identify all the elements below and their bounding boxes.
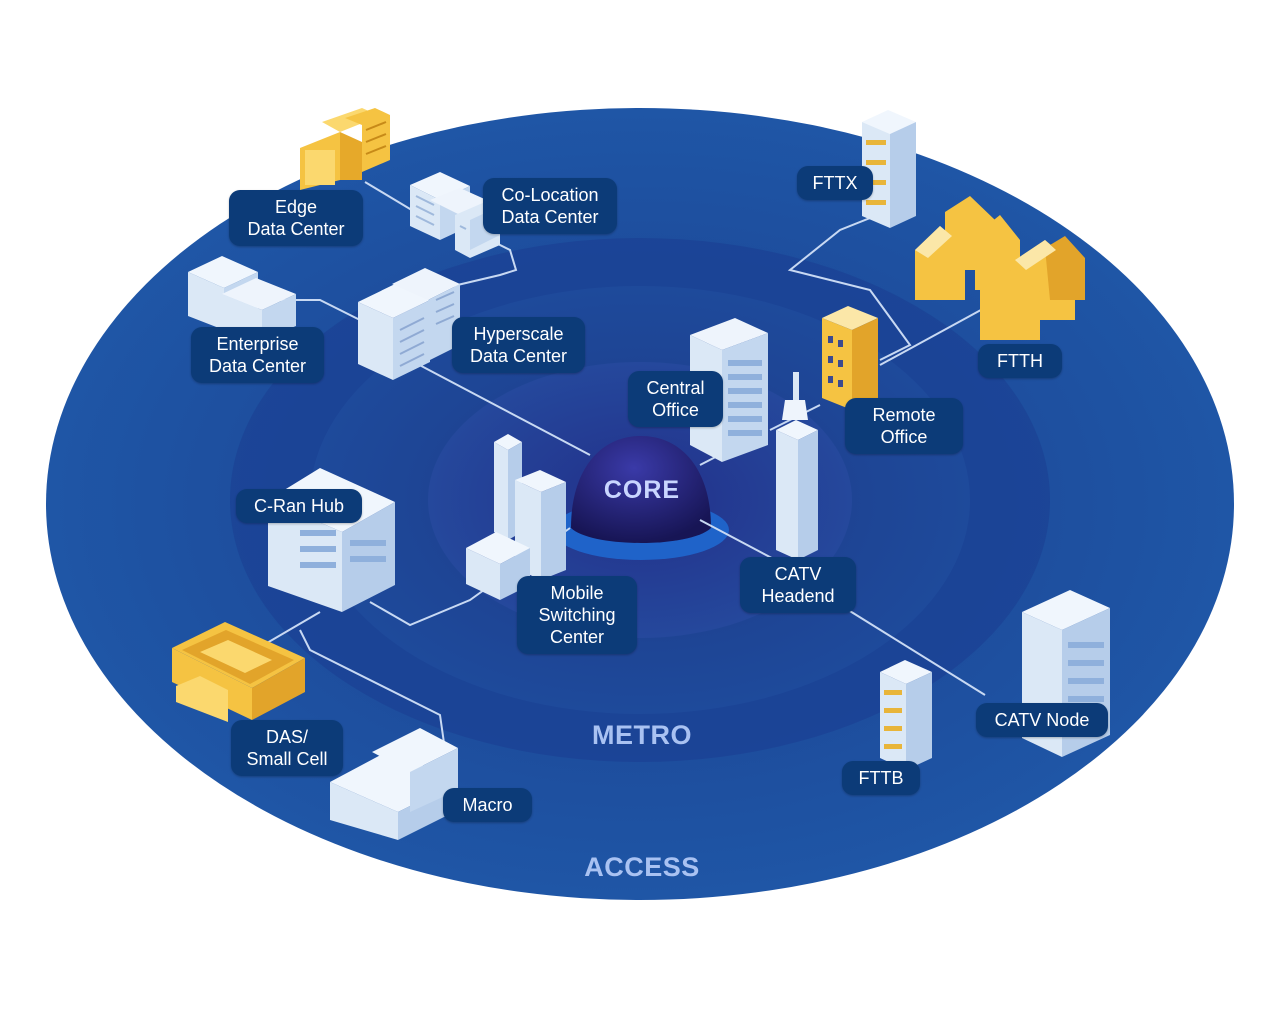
das-stadium-icon — [172, 622, 305, 722]
line-cran-macro — [299, 629, 446, 751]
hyperscale-dc-line2: Data Center — [469, 346, 568, 366]
line-remote-fttx — [787, 209, 912, 361]
fttb-building-icon — [880, 660, 932, 770]
edge-dc-line1: Edge — [274, 197, 318, 217]
catv-headend-tower-icon — [776, 372, 818, 560]
macro-label: Macro — [443, 788, 532, 822]
catv-headend-line1: CATV — [774, 564, 822, 584]
cran-hub-label: C-Ran Hub — [236, 489, 362, 523]
edge-data-center-label: Edge Data Center — [229, 190, 363, 246]
edge-dc-line2: Data Center — [247, 219, 345, 239]
remote-office-label: Remote Office — [845, 398, 963, 454]
central-office-label: Central Office — [628, 371, 723, 427]
edge-data-center-icon — [300, 108, 390, 190]
core-dome — [571, 436, 711, 543]
hyperscale-data-center-label: Hyperscale Data Center — [452, 317, 585, 373]
catv-headend-line2: Headend — [761, 586, 835, 606]
das-line1: DAS/ — [265, 727, 308, 747]
msc-line1: Mobile — [550, 583, 604, 603]
msc-line2: Switching — [538, 605, 616, 625]
line-core-hyperscale — [409, 359, 591, 456]
core-label: CORE — [603, 476, 681, 504]
msc-line3: Center — [549, 627, 605, 647]
colo-dc-line2: Data Center — [501, 207, 599, 227]
hyperscale-dc-line1: Hyperscale — [473, 324, 564, 344]
line-remote-ftth — [879, 304, 991, 366]
central-office-line2: Office — [652, 400, 699, 420]
fttx-building-icon — [862, 110, 916, 228]
enterprise-data-center-label: Enterprise Data Center — [191, 327, 324, 383]
enterprise-dc-line2: Data Center — [208, 356, 307, 376]
fttb-label: FTTB — [842, 761, 920, 795]
metro-label: METRO — [592, 720, 692, 750]
access-label: ACCESS — [584, 852, 700, 882]
catv-node-label: CATV Node — [976, 703, 1108, 737]
remote-office-line2: Office — [880, 427, 928, 447]
remote-office-line1: Remote — [872, 405, 936, 425]
enterprise-dc-line1: Enterprise — [216, 334, 299, 354]
das-line2: Small Cell — [246, 749, 328, 769]
ftth-label: FTTH — [978, 344, 1062, 378]
hyperscale-data-center-icon — [358, 268, 460, 380]
colocation-data-center-label: Co-Location Data Center — [483, 178, 617, 234]
ftth-houses-icon — [915, 196, 1085, 340]
macro-building-icon — [330, 728, 458, 840]
fttx-label: FTTX — [797, 166, 873, 200]
line-catv-node — [844, 607, 986, 696]
colo-dc-line1: Co-Location — [501, 185, 599, 205]
catv-headend-label: CATV Headend — [740, 557, 856, 613]
remote-office-icon — [822, 306, 878, 410]
das-label: DAS/ Small Cell — [231, 720, 343, 776]
central-office-line1: Central — [646, 378, 705, 398]
msc-label: Mobile Switching Center — [517, 576, 637, 654]
